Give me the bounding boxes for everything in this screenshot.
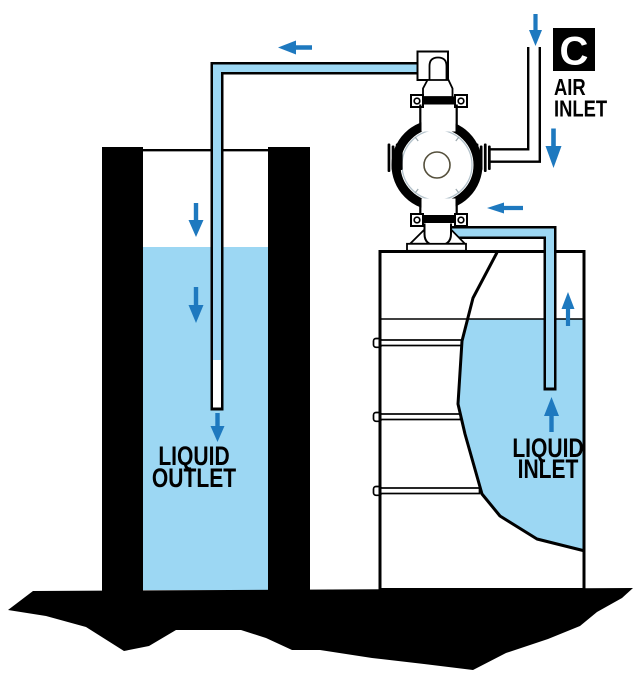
air-inlet-label: AIR INLET xyxy=(554,75,607,122)
arrow-up-drum-level xyxy=(561,292,575,326)
pump-top-taper xyxy=(422,79,454,98)
ring-gap-top xyxy=(421,115,456,132)
flow-arrows xyxy=(188,14,575,442)
liquid-outlet-line1: LIQUID xyxy=(158,442,229,472)
air-inlet-line1: AIR xyxy=(554,75,586,100)
liquid-inlet-line2: INLET xyxy=(518,455,579,485)
suction-pipe-vertical-fill xyxy=(546,228,554,388)
arrow-left-suction xyxy=(487,202,523,214)
drum-rib xyxy=(379,487,481,495)
pump-right-port xyxy=(475,143,491,172)
flange-bolt-head xyxy=(457,216,465,224)
air-pipe-outer-wall xyxy=(489,47,541,163)
arrow-down-air-top xyxy=(529,14,542,46)
flange-bolt-head xyxy=(413,97,421,105)
tank-right-wall xyxy=(268,147,310,592)
arrow-down-air-lower xyxy=(545,128,562,168)
pump-base-plate xyxy=(406,242,467,252)
liquid-outlet-label: LIQUID OUTLET xyxy=(152,442,236,494)
discharge-pipe xyxy=(210,62,421,411)
ring-gap-bottom xyxy=(421,198,456,215)
outlet-pipe-nozzle xyxy=(213,360,221,408)
drum-rib xyxy=(379,413,462,421)
pump-left-port xyxy=(387,143,403,172)
pump-bottom-neck xyxy=(419,200,458,216)
arrow-up-pipe-mouth xyxy=(544,397,559,432)
ground xyxy=(8,588,633,670)
pump-base-bell xyxy=(423,223,452,247)
flange-bolt-head xyxy=(457,97,465,105)
chamber-tick xyxy=(414,136,419,142)
arrow-left-discharge xyxy=(278,40,312,55)
chamber-tick xyxy=(414,188,419,194)
pump-top-flange xyxy=(413,96,463,105)
flange-bolt-head xyxy=(413,216,421,224)
outlet-pipe-vertical-fill xyxy=(213,64,221,360)
pump-discharge-dome xyxy=(428,56,448,80)
badge-box xyxy=(553,28,595,71)
air-inlet-line2: INLET xyxy=(554,97,607,122)
air-pipe-inner-wall xyxy=(489,47,530,151)
liquid-inlet-line1: LIQUID xyxy=(512,434,583,464)
pump-center-port xyxy=(423,151,451,179)
pump-top-neck xyxy=(419,104,458,130)
liquid-outlet-line2: OUTLET xyxy=(152,464,236,494)
drum-cutaway-edge xyxy=(456,251,584,552)
outlet-pipe-horizontal-fill xyxy=(213,64,420,72)
air-inlet-badge: C xyxy=(553,28,595,74)
pump-bottom-flange xyxy=(413,215,463,223)
diaphragm-pump xyxy=(387,50,491,252)
arrow-down-tank-lower xyxy=(188,287,204,323)
drum-rib xyxy=(379,339,463,347)
air-inlet-pipe xyxy=(489,47,541,163)
outlet-tank xyxy=(102,147,310,592)
suction-pipe xyxy=(445,226,557,391)
arrow-down-outlet-pipe xyxy=(210,413,225,442)
tank-left-wall xyxy=(102,147,143,592)
liquid-inlet-label: LIQUID INLET xyxy=(512,434,583,485)
tank-liquid xyxy=(143,247,268,590)
chamber-tick xyxy=(455,136,460,142)
chamber-tick xyxy=(455,188,460,194)
suction-pipe-horizontal-fill xyxy=(445,228,554,237)
badge-letter: C xyxy=(560,30,589,74)
arrow-down-tank-upper xyxy=(188,203,204,237)
